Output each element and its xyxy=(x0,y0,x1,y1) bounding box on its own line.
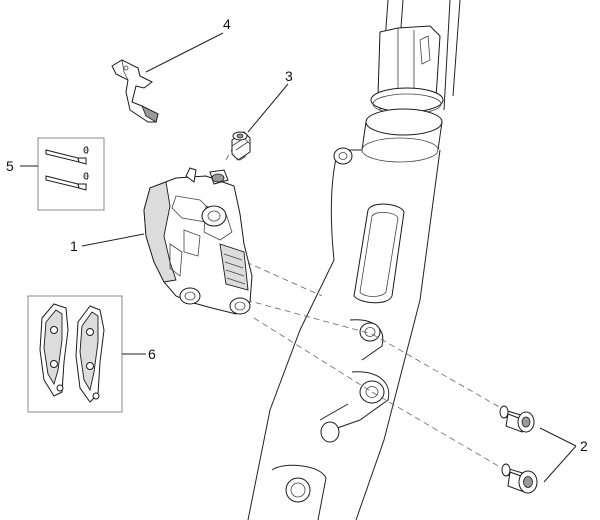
part-6-brake-pads xyxy=(27,295,123,413)
callout-1: 1 xyxy=(70,238,78,254)
part-3-bleed-nipple xyxy=(231,131,251,161)
fork-leg xyxy=(247,0,461,520)
callout-6: 6 xyxy=(148,346,156,362)
callout-4: 4 xyxy=(223,16,231,32)
callout-5: 5 xyxy=(6,158,14,174)
callout-3: 3 xyxy=(285,68,293,84)
callout-2: 2 xyxy=(580,438,588,454)
part-1-brake-caliper xyxy=(143,167,253,315)
part-5-pins xyxy=(37,137,105,211)
part-4-bracket xyxy=(111,59,159,123)
alignment-lines xyxy=(225,141,513,475)
part-2-bolts xyxy=(499,405,538,494)
leader-lines xyxy=(20,32,577,483)
